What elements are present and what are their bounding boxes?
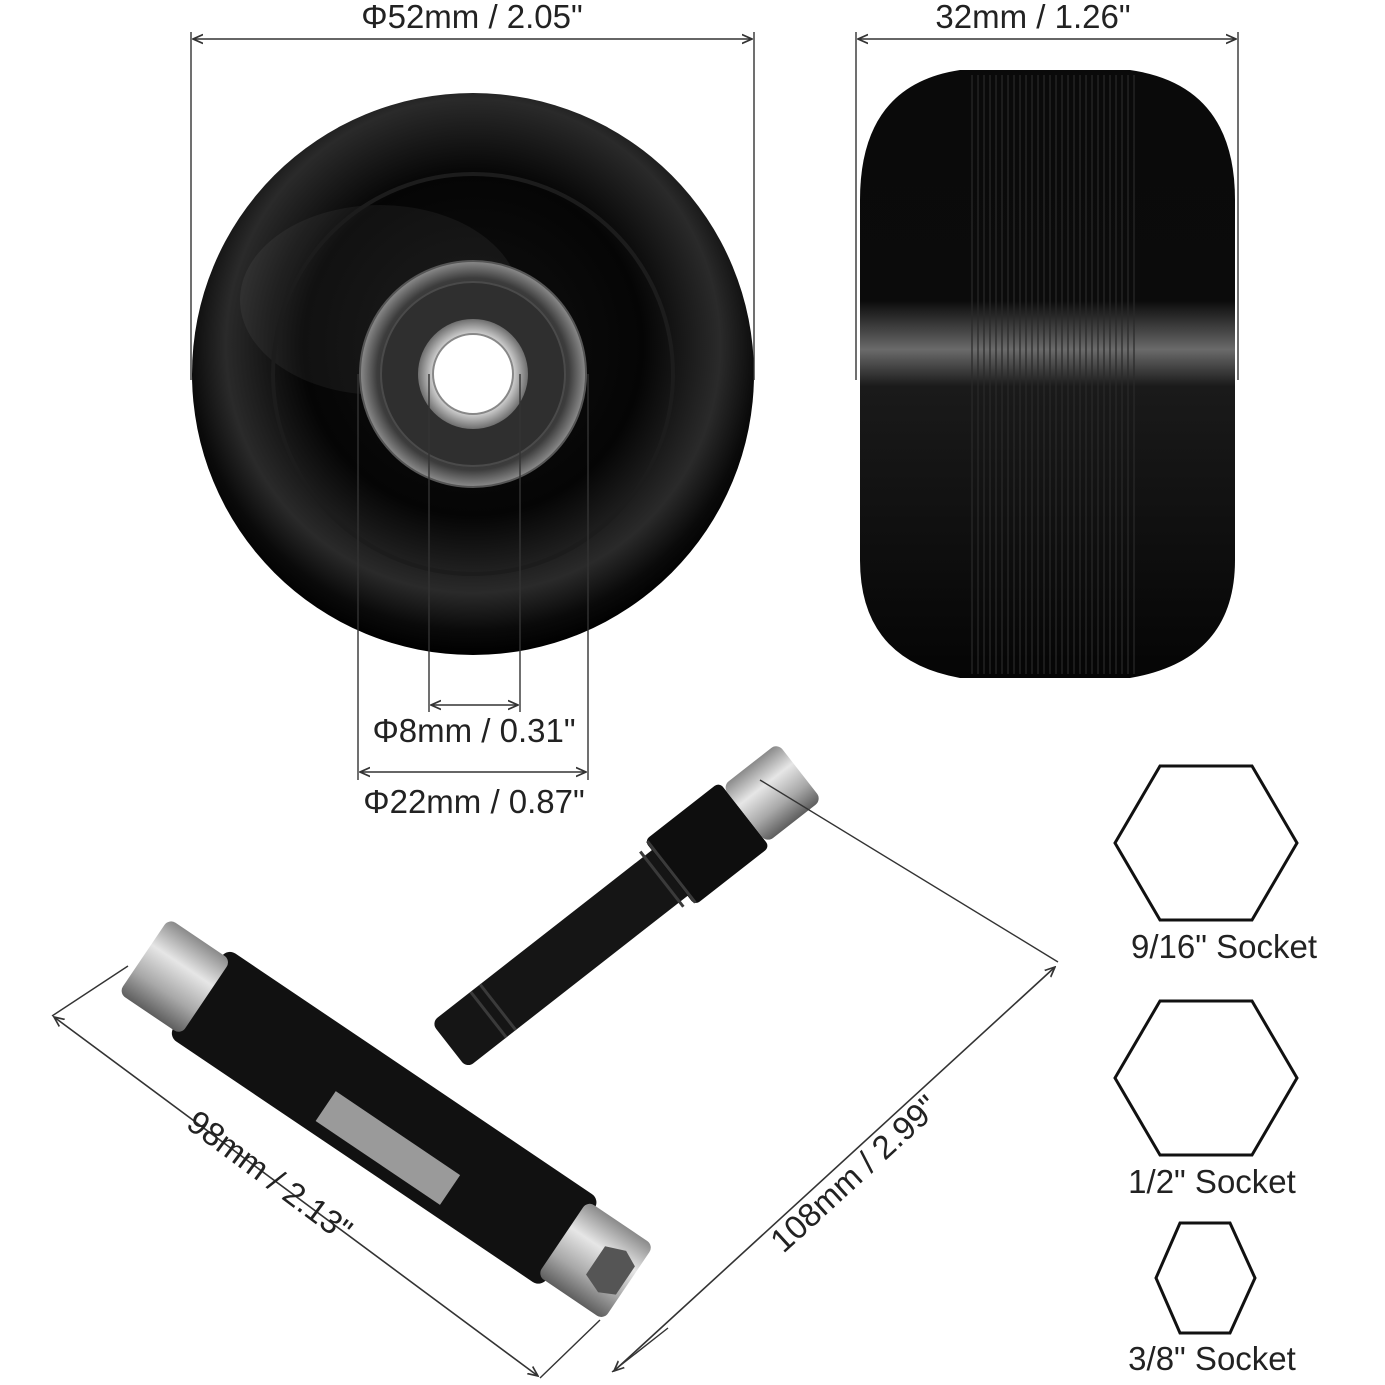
wheel-front-view	[192, 93, 754, 655]
hexagon-3-8-icon	[1154, 1221, 1257, 1335]
bore-diameter-dimension: Φ8mm / 0.31"	[372, 374, 576, 749]
bearing-diameter-label: Φ22mm / 0.87"	[363, 783, 584, 820]
wheel-side-view	[860, 70, 1235, 678]
socket-label: 1/2" Socket	[1128, 1163, 1296, 1200]
socket-3-8: 3/8" Socket	[1128, 1221, 1296, 1377]
wheel-diameter-dimension: Φ52mm / 2.05"	[190, 0, 755, 380]
bearing	[359, 260, 587, 488]
wheel-diameter-label: Φ52mm / 2.05"	[361, 0, 582, 35]
skate-t-tool	[121, 746, 819, 1317]
tread-grooves	[971, 75, 1135, 674]
socket-1-2: 1/2" Socket	[1113, 999, 1299, 1200]
wheel-width-label: 32mm / 1.26"	[935, 0, 1130, 35]
wheel-width-dimension: 32mm / 1.26"	[855, 0, 1239, 380]
bore-diameter-label: Φ8mm / 0.31"	[372, 712, 575, 749]
tool-stem	[434, 746, 819, 1066]
hexagon-9-16-icon	[1113, 764, 1299, 922]
socket-label: 9/16" Socket	[1131, 928, 1317, 965]
hexagon-1-2-icon	[1113, 999, 1299, 1157]
socket-9-16: 9/16" Socket	[1113, 764, 1317, 965]
socket-label: 3/8" Socket	[1128, 1340, 1296, 1377]
bearing-diameter-dimension: Φ22mm / 0.87"	[357, 374, 589, 820]
tool-length-label: 108mm / 2.99"	[763, 1088, 945, 1260]
